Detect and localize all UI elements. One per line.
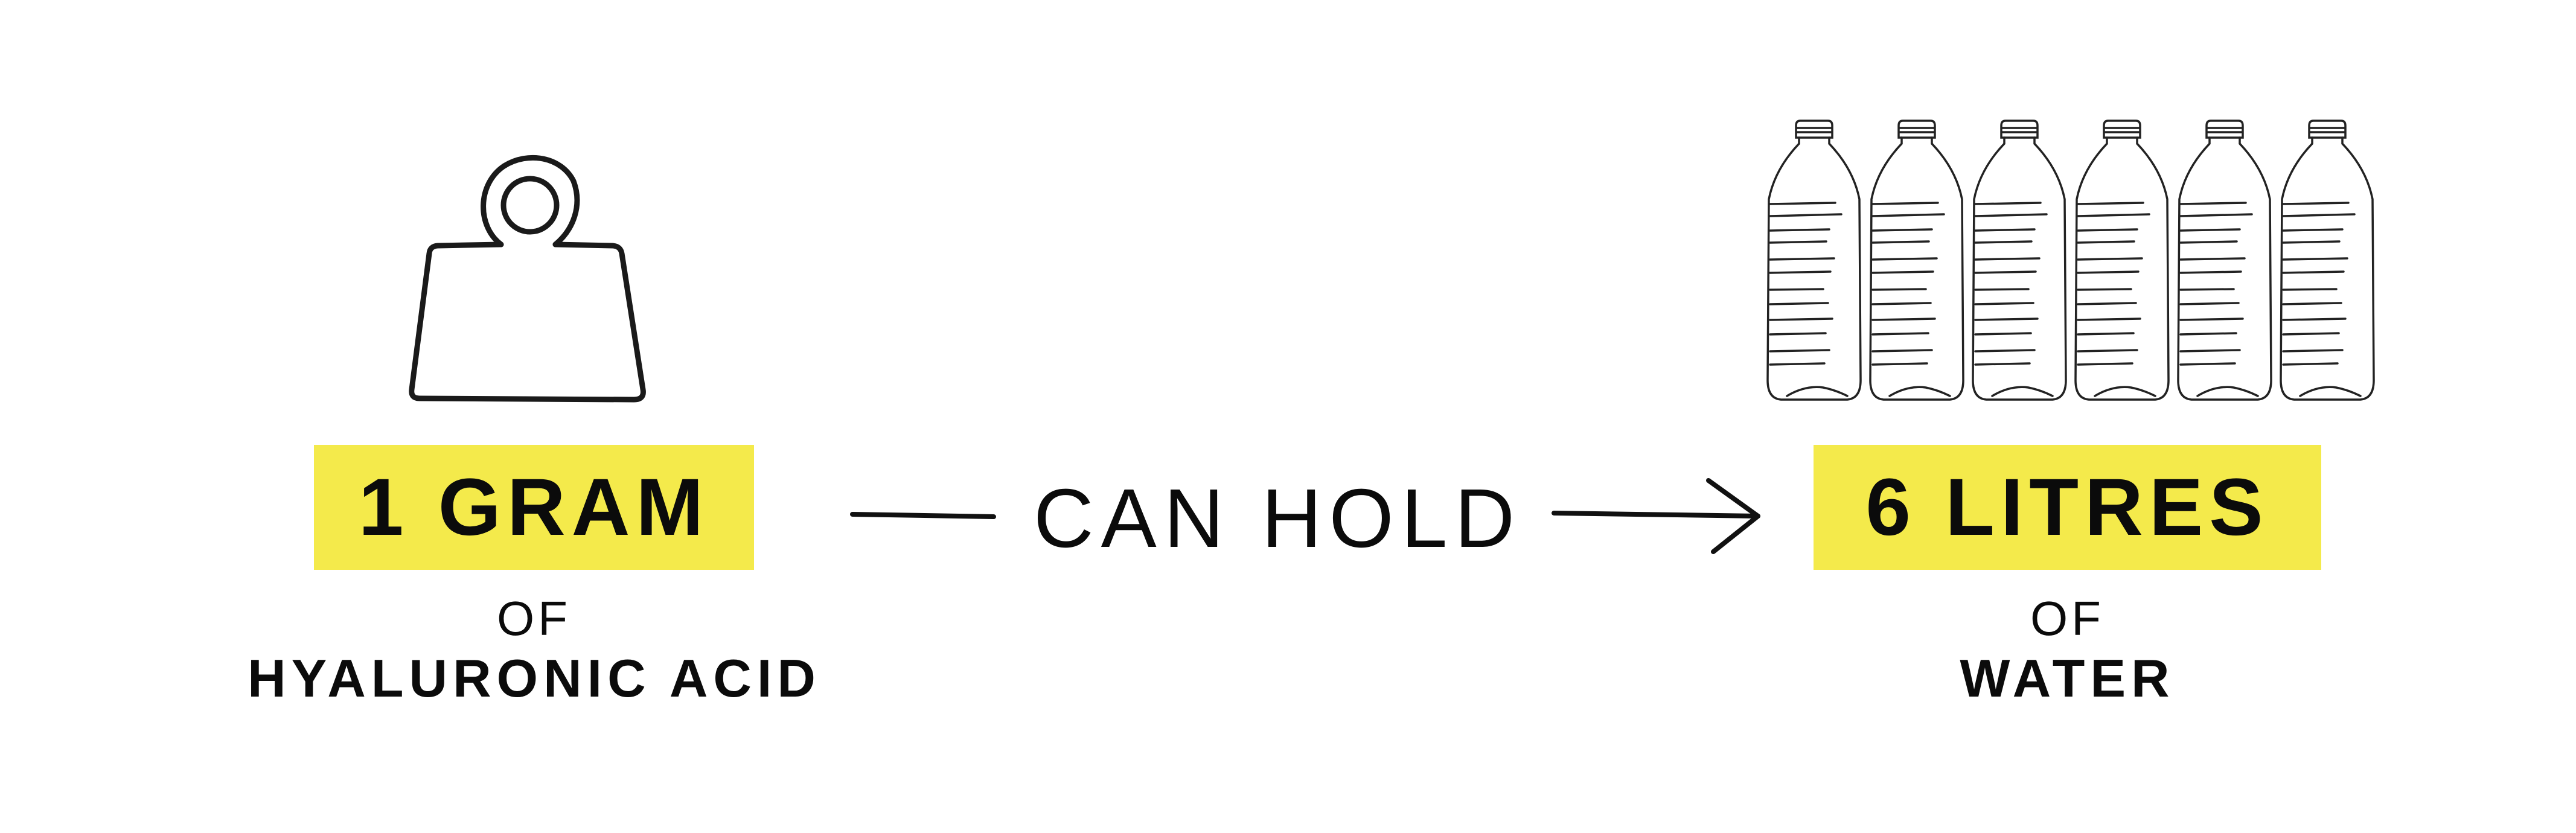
water-bottles	[1766, 120, 2375, 401]
bottle-icon-5	[2177, 120, 2272, 401]
amount-litres: 6 LITRES	[1865, 462, 2269, 552]
of-label-right: OF	[2030, 592, 2105, 645]
amount-highlight-right: 6 LITRES	[1814, 445, 2321, 570]
weight-icon	[409, 155, 646, 403]
bottle-icon-2	[1869, 120, 1964, 401]
amount-gram: 1 GRAM	[358, 462, 710, 552]
bottle-icon-6	[2280, 120, 2375, 401]
bottle-icon-1	[1766, 120, 1862, 401]
amount-highlight-left: 1 GRAM	[314, 445, 754, 570]
connector-line	[850, 512, 996, 519]
substance-water: WATER	[1960, 648, 2175, 708]
can-hold-label: CAN HOLD	[1034, 472, 1523, 565]
bottle-icon-3	[1972, 120, 2067, 401]
of-label-left: OF	[496, 592, 572, 645]
substance-hyaluronic-acid: HYALURONIC ACID	[248, 648, 821, 708]
bottle-icon-4	[2074, 120, 2170, 401]
arrow-right-icon	[1552, 478, 1760, 554]
